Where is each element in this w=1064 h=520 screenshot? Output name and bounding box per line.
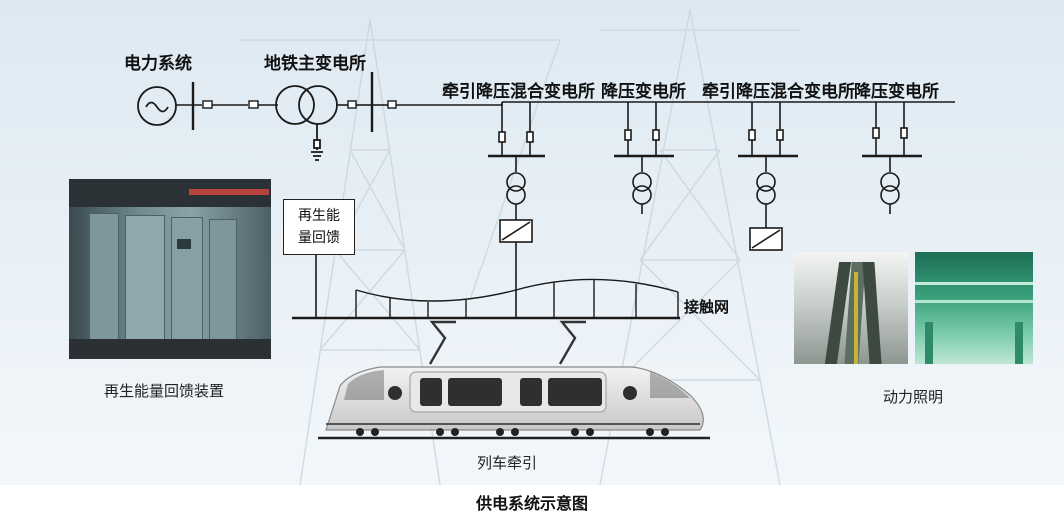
regen-device-photo — [69, 179, 271, 359]
main-substation-label: 地铁主变电所 — [264, 54, 366, 74]
train-traction-label: 列车牵引 — [477, 454, 538, 472]
traction-substation-1-symbol — [488, 102, 545, 318]
step-down-substation-2-symbol — [862, 102, 922, 214]
power-lighting-label: 动力照明 — [883, 388, 944, 406]
station-hall-photo — [915, 252, 1033, 364]
step-down-substation-2-label: 降压变电所 — [854, 82, 939, 102]
regen-feedback-label-2: 量回馈 — [298, 230, 340, 246]
generator-symbol — [137, 82, 195, 130]
regen-device-label: 再生能量回馈装置 — [104, 382, 225, 400]
traction-substation-2-symbol — [738, 102, 798, 251]
traction-substation-2-label: 牵引降压混合变电所 — [702, 82, 855, 102]
catenary-label: 接触网 — [684, 298, 730, 316]
train-illustration — [318, 320, 710, 440]
catenary-symbol — [292, 278, 680, 320]
diagram-caption: 供电系统示意图 — [475, 494, 588, 513]
escalator-photo — [794, 252, 908, 364]
traction-substation-1-label: 牵引降压混合变电所 — [442, 82, 595, 102]
main-transformer-symbol — [275, 72, 374, 161]
regen-feedback-box: 再生能 量回馈 — [283, 199, 355, 255]
power-system-label: 电力系统 — [124, 54, 192, 74]
breakers — [202, 100, 397, 109]
main-bus — [176, 101, 955, 106]
pylon-background — [240, 9, 800, 486]
step-down-substation-1-label: 降压变电所 — [601, 82, 686, 102]
regen-feedback-label-1: 再生能 — [298, 208, 340, 224]
step-down-substation-1-symbol — [614, 102, 674, 214]
